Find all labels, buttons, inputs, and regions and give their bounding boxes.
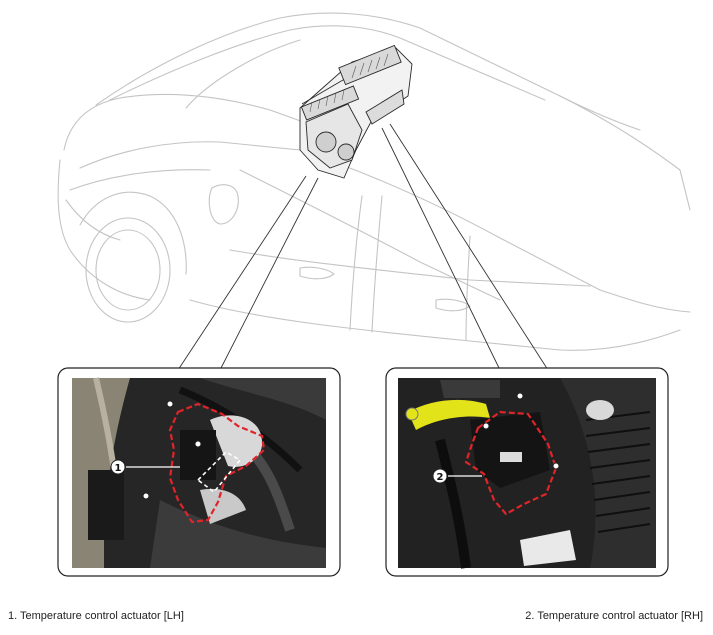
screw-icon <box>166 400 174 408</box>
caption-lh-actuator: 1. Temperature control actuator [LH] <box>8 610 184 622</box>
callout-1-marker <box>110 459 126 475</box>
left-photo-frame: 1 <box>57 367 341 577</box>
right-photo-frame: 2 <box>385 367 669 577</box>
screw-icon <box>516 392 524 400</box>
callout-1-label: 1 <box>115 463 122 474</box>
callout-2-marker <box>432 468 448 484</box>
lh-actuator-highlight <box>168 402 266 524</box>
screw-icon <box>142 492 150 500</box>
rh-actuator-highlight <box>464 410 558 516</box>
caption-rh-actuator: 2. Temperature control actuator [RH] <box>525 610 703 622</box>
hvac-module-assembly <box>299 44 413 179</box>
car-outline-drawing <box>57 12 691 351</box>
screw-icon <box>552 462 560 470</box>
screw-icon <box>482 422 490 430</box>
screw-icon <box>194 440 202 448</box>
callout-2-label: 2 <box>437 472 444 483</box>
leader-lines <box>177 123 549 371</box>
